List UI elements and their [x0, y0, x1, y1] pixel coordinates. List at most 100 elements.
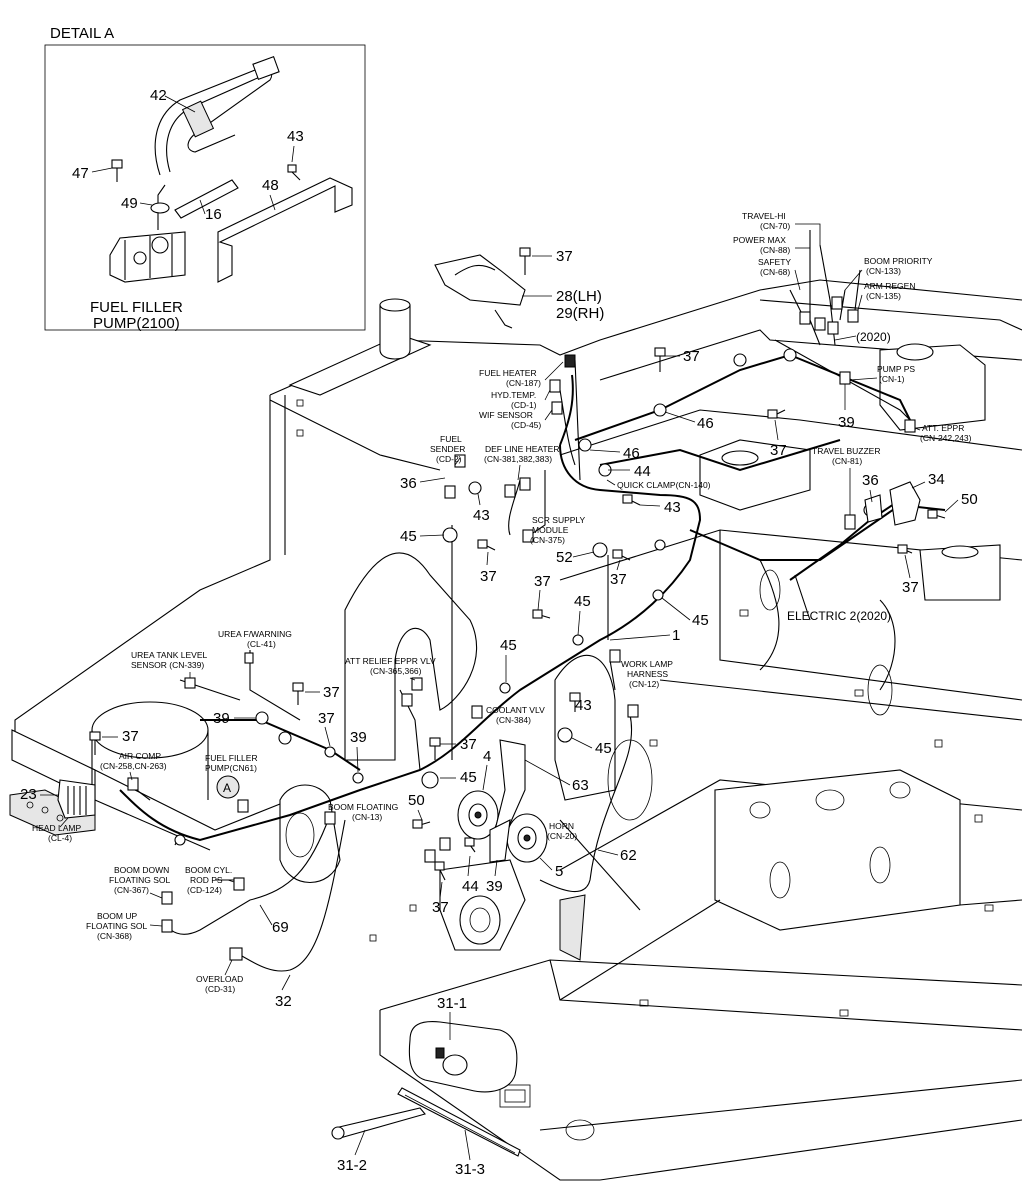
callout-16: 16 — [205, 206, 222, 223]
callout-50-b: 50 — [408, 792, 425, 809]
wiper-assembly — [331, 1021, 521, 1157]
callout-23: 23 — [20, 786, 37, 803]
label-boom-down-2: FLOATING SOL — [109, 875, 171, 885]
harness-routes — [119, 230, 946, 972]
label-overload-cn: (CD-31) — [205, 984, 235, 994]
label-hyd-temp-cn: (CD-1) — [511, 400, 537, 410]
bracket-34 — [864, 481, 921, 526]
detail-frame — [44, 44, 366, 331]
label-boom-up-2: FLOATING SOL — [86, 921, 148, 931]
label-arm-regen-cn: (CN-135) — [866, 291, 901, 301]
label-fuel-heater: FUEL HEATER — [479, 368, 537, 378]
callout-1: 1 — [672, 627, 680, 644]
callout-37-g: 37 — [323, 684, 340, 701]
detail-a-ref: A — [223, 781, 231, 795]
callout-28: 28(LH) — [556, 288, 602, 305]
horns — [457, 739, 548, 863]
callout-29: 29(RH) — [556, 305, 604, 322]
filler-hose — [154, 56, 280, 176]
callout-5: 5 — [555, 863, 563, 880]
label-boom-down-cn: (CN-367) — [114, 885, 149, 895]
label-def-line-heater: DEF LINE HEATER — [485, 444, 559, 454]
label-power-max: POWER MAX — [733, 235, 786, 245]
label-power-max-cn: (CN-88) — [760, 245, 790, 255]
detail-a: DETAIL A 42 — [44, 25, 366, 332]
callout-31-3: 31-3 — [455, 1161, 485, 1178]
label-travel-hi-cn: (CN-70) — [760, 221, 790, 231]
pump-label-2: PUMP(2100) — [93, 315, 180, 332]
label-electric-2: ELECTRIC 2(2020) — [787, 609, 891, 623]
callout-37-f: 37 — [610, 571, 627, 588]
label-boom-priority-cn: (CN-133) — [866, 266, 901, 276]
callout-37-h: 37 — [318, 710, 335, 727]
callout-39-d: 39 — [486, 878, 503, 895]
callout-45-d: 45 — [500, 637, 517, 654]
label-travel-buzzer: TRAVEL BUZZER — [812, 446, 880, 456]
callout-39-c: 39 — [350, 729, 367, 746]
callout-46-a: 46 — [697, 415, 714, 432]
callout-36-a: 36 — [400, 475, 417, 492]
callout-43-c: 43 — [575, 697, 592, 714]
label-coolant-vlv: COOLANT VLV — [486, 705, 545, 715]
label-urea-f-warning-cn: (CL-41) — [247, 639, 276, 649]
label-urea-tank-level-2: SENSOR (CN-339) — [131, 660, 204, 670]
label-boom-cyl-cn: (CD-124) — [187, 885, 222, 895]
callout-63: 63 — [572, 777, 589, 794]
label-quick-clamp: QUICK CLAMP(CN-140) — [617, 480, 711, 490]
callout-45-b: 45 — [574, 593, 591, 610]
callout-37-i: 37 — [122, 728, 139, 745]
callout-43-a: 43 — [473, 507, 490, 524]
label-arm-regen: ARM REGEN — [864, 281, 915, 291]
connectors — [89, 247, 946, 961]
callout-37-e: 37 — [534, 573, 551, 590]
label-head-lamp-cn: (CL-4) — [48, 833, 72, 843]
callout-31-1: 31-1 — [437, 995, 467, 1012]
callout-45-c: 45 — [692, 612, 709, 629]
label-boom-cyl-2: ROD PS — [190, 875, 223, 885]
callout-49: 49 — [121, 195, 138, 212]
label-pump-ps-cn: (CN-1) — [879, 374, 905, 384]
callout-62: 62 — [620, 847, 637, 864]
label-boom-priority: BOOM PRIORITY — [864, 256, 933, 266]
tube-16 — [174, 179, 239, 219]
label-fuel-sender-cn: (CD-2) — [436, 454, 462, 464]
label-boom-up: BOOM UP — [97, 911, 137, 921]
bolt-43-detail — [287, 164, 301, 181]
label-att-relief: ATT RELIEF EPPR VLV — [345, 656, 436, 666]
callout-31-2: 31-2 — [337, 1157, 367, 1174]
callout-4: 4 — [483, 748, 491, 765]
callout-43-b: 43 — [664, 499, 681, 516]
label-boom-floating: BOOM FLOATING — [328, 802, 398, 812]
callout-46-b: 46 — [623, 445, 640, 462]
label-scr-supply: SCR SUPPLY — [532, 515, 586, 525]
label-air-comp-cn: (CN-258,CN-263) — [100, 761, 167, 771]
label-urea-f-warning: UREA F/WARNING — [218, 629, 292, 639]
callout-45-e: 45 — [460, 769, 477, 786]
label-work-lamp-2: HARNESS — [627, 669, 668, 679]
fuel-filler-pump — [109, 184, 186, 283]
callout-44-b: 44 — [462, 878, 479, 895]
callout-37-top: 37 — [556, 248, 573, 265]
callout-39-b: 39 — [213, 710, 230, 727]
label-work-lamp: WORK LAMP — [621, 659, 673, 669]
label-fuel: FUEL — [440, 434, 462, 444]
callout-45-a: 45 — [400, 528, 417, 545]
callout-44-a: 44 — [634, 463, 651, 480]
label-coolant-vlv-cn: (CN-384) — [496, 715, 531, 725]
bolt-47 — [111, 159, 123, 182]
label-horn: HORN — [549, 821, 574, 831]
machine-frame — [9, 279, 1022, 1181]
label-travel-hi: TRAVEL-HI — [742, 211, 786, 221]
label-wif-sensor-cn: (CD-45) — [511, 420, 541, 430]
callout-37-a: 37 — [683, 348, 700, 365]
label-fuel-filler-pump: FUEL FILLER — [205, 753, 258, 763]
label-hyd-temp: HYD.TEMP. — [491, 390, 536, 400]
pump-label-1: FUEL FILLER — [90, 299, 183, 316]
label-wif-sensor: WIF SENSOR — [479, 410, 533, 420]
label-boom-floating-cn: (CN-13) — [352, 812, 382, 822]
label-att-eppr-cn: (CN-242,243) — [920, 433, 972, 443]
callout-36-b: 36 — [862, 472, 879, 489]
label-scr-supply-2: MODULE — [532, 525, 569, 535]
label-att-eppr: ATT. EPPR — [922, 423, 964, 433]
label-sender: SENDER — [430, 444, 465, 454]
